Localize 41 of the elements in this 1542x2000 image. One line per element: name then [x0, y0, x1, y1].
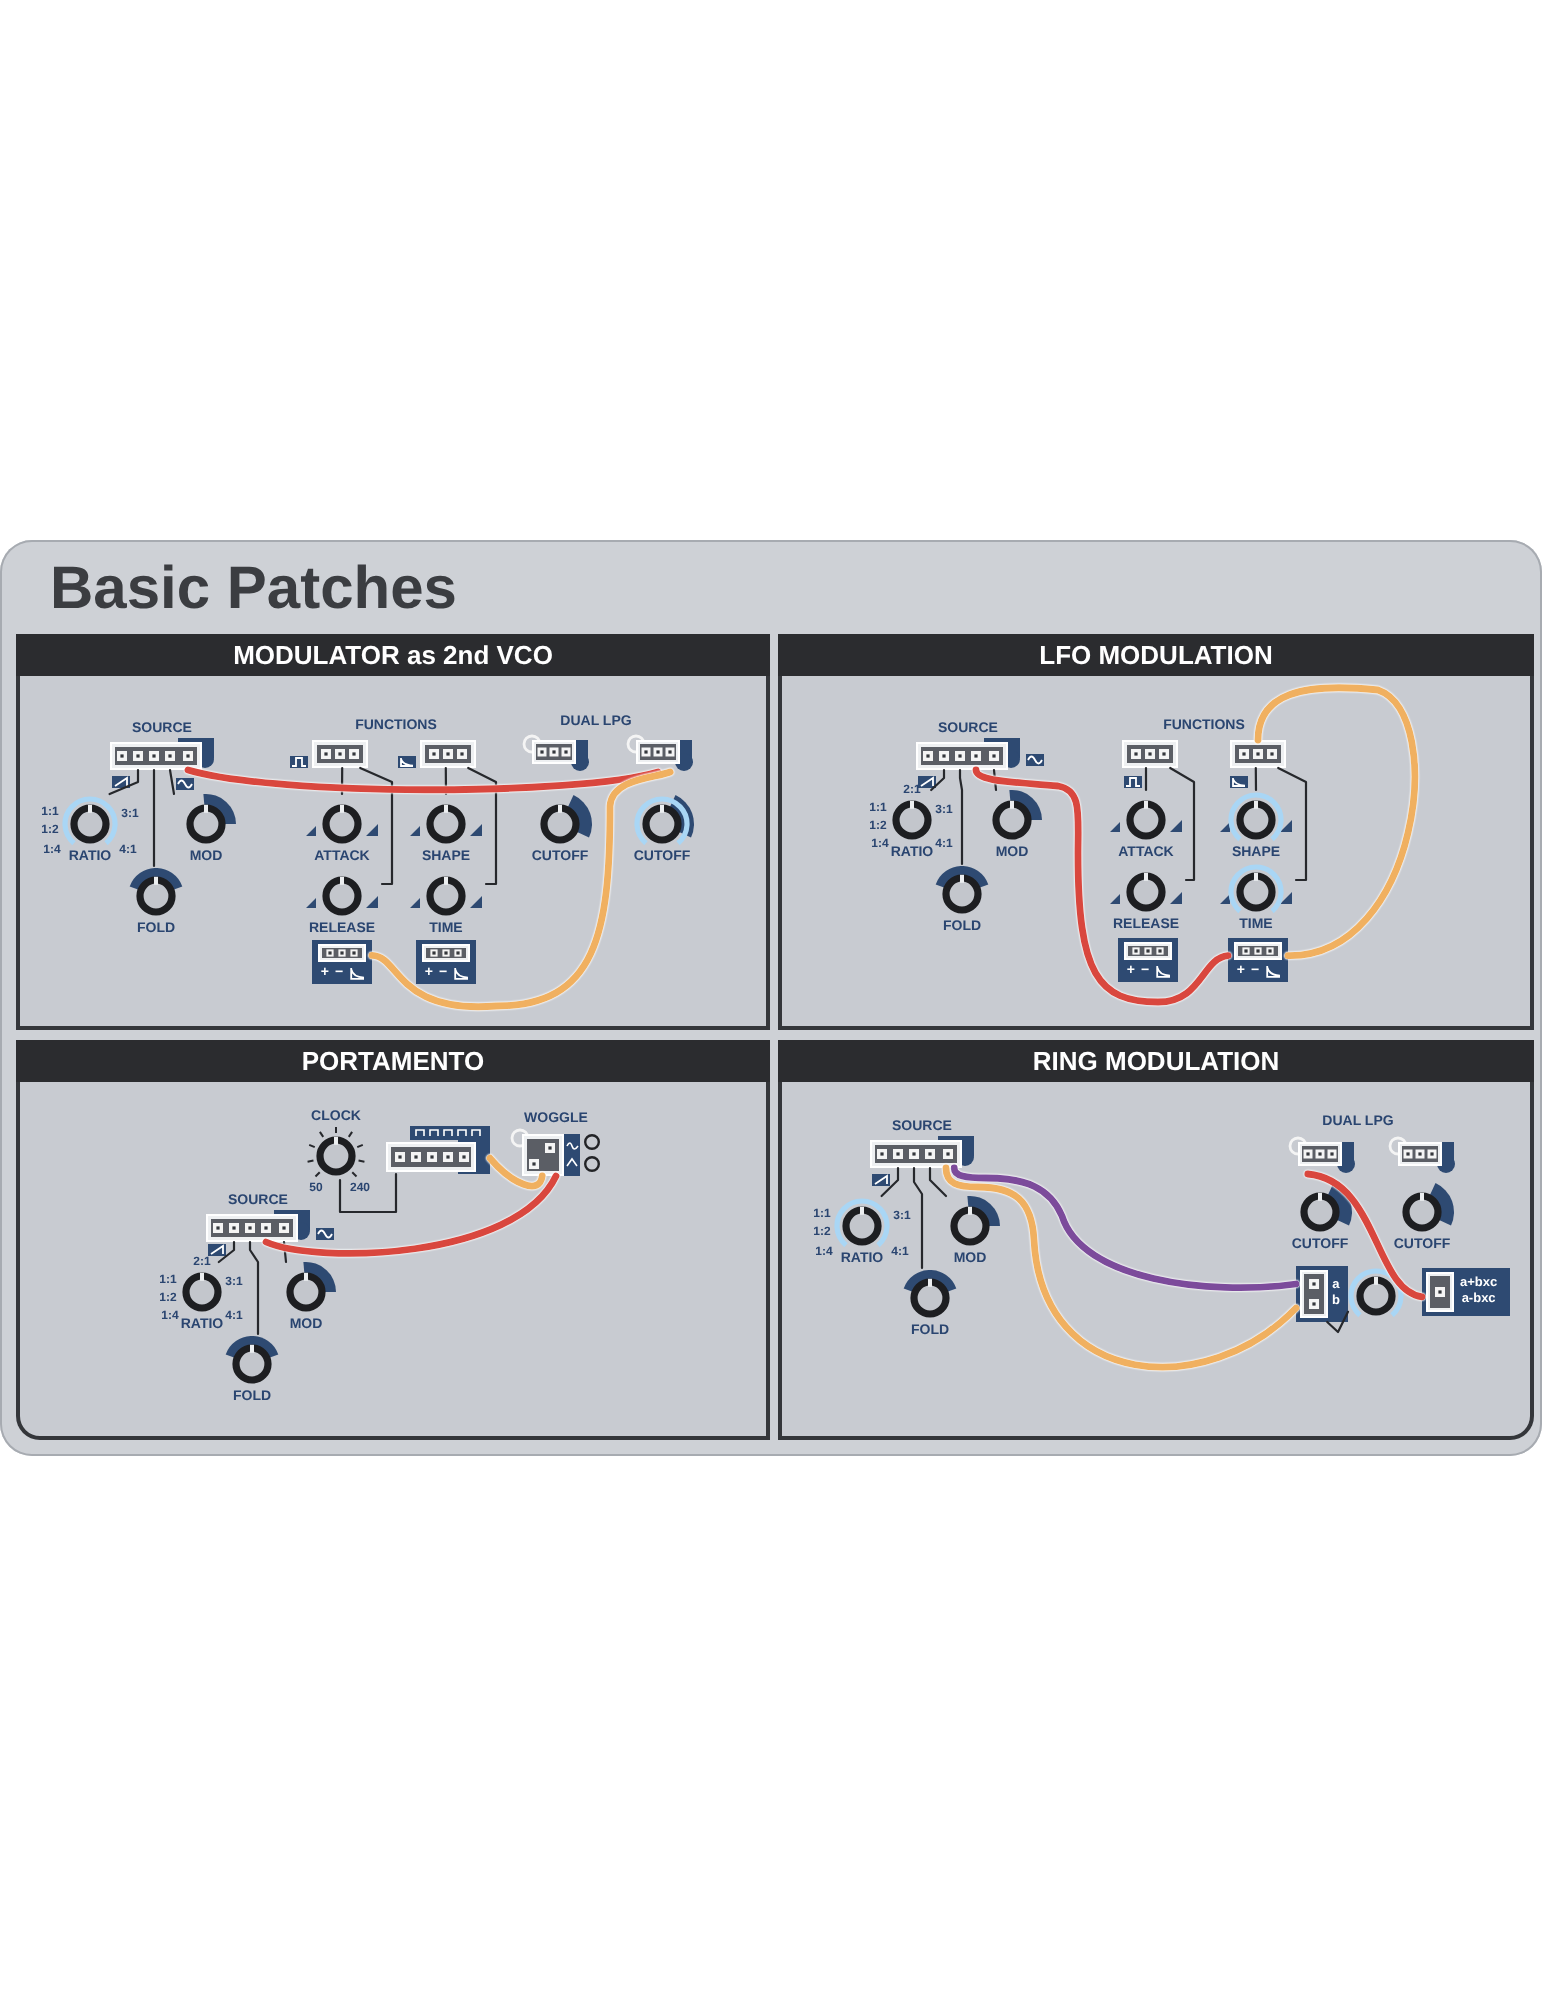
patch-cable — [942, 1164, 1300, 1371]
jack-panel — [416, 940, 476, 984]
signal-trace — [1254, 766, 1258, 792]
patch-cable — [184, 766, 662, 794]
panel-title-bar: PORTAMENTO — [16, 1040, 770, 1082]
signal-trace — [1326, 1310, 1350, 1334]
page-title: Basic Patches — [50, 556, 457, 624]
patch-cable — [262, 1172, 560, 1257]
signal-trace — [928, 1166, 948, 1198]
patch-cable — [950, 1164, 1300, 1291]
signal-trace — [444, 766, 448, 796]
jack-panel — [1118, 938, 1178, 982]
signal-trace — [1277, 766, 1308, 882]
panel-title-bar: RING MODULATION — [778, 1040, 1534, 1082]
patch-panel — [778, 634, 1534, 1030]
signal-trace — [880, 1166, 900, 1198]
patch-panel — [778, 1040, 1534, 1440]
signal-trace — [168, 768, 176, 796]
signal-trace — [930, 768, 946, 792]
signal-trace — [108, 768, 140, 796]
patch-cable — [972, 766, 1232, 1006]
jack-panel — [1296, 1266, 1348, 1322]
signal-trace — [217, 1240, 236, 1264]
patch-cable — [1254, 684, 1419, 959]
panel-title-bar: MODULATOR as 2nd VCO — [16, 634, 770, 676]
signal-trace — [338, 1172, 398, 1214]
patch-cable — [368, 768, 674, 1011]
signal-trace — [1144, 766, 1148, 792]
signal-trace — [359, 766, 394, 886]
signal-trace — [467, 766, 498, 886]
jack-panel — [312, 940, 372, 984]
jack-panel — [1422, 1268, 1510, 1316]
patch-panel — [16, 1040, 770, 1440]
signal-trace — [282, 1240, 288, 1264]
signal-trace — [1169, 766, 1196, 882]
jack-panel — [1228, 938, 1288, 982]
panel-title-bar: LFO MODULATION — [778, 634, 1534, 676]
signal-trace — [340, 766, 344, 796]
patch-cable — [486, 1154, 546, 1190]
patch-panel — [16, 634, 770, 1030]
signal-trace — [992, 768, 998, 792]
